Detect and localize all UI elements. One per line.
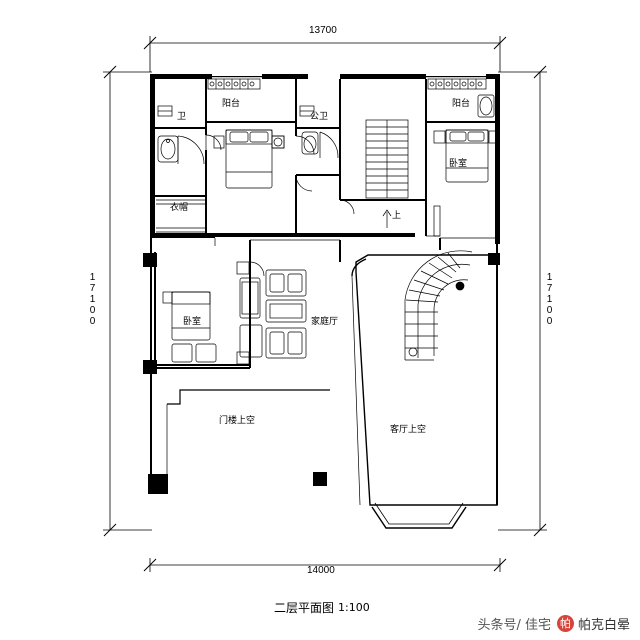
room-label-bedroom-right: 卧室 bbox=[449, 159, 468, 169]
footer-brand-name: 帕克白晕 bbox=[577, 617, 630, 633]
drawing-scale: 1:100 bbox=[338, 601, 370, 614]
room-label-bedroom-left: 卧室 bbox=[183, 317, 202, 327]
room-label-balcony-right: 阳台 bbox=[452, 99, 471, 109]
brand-logo-icon: 帕 bbox=[556, 614, 574, 632]
room-label-porch-void: 门楼上空 bbox=[219, 416, 256, 426]
room-label-balcony-left: 阳台 bbox=[222, 99, 241, 109]
footer-source-text: 头条号/ 佳宅 bbox=[477, 617, 551, 633]
dimension-top: 13700 bbox=[309, 25, 337, 36]
room-label-living-void: 客厅上空 bbox=[390, 425, 427, 435]
room-label-family-room: 家庭厅 bbox=[311, 317, 339, 327]
drawing-title: 二层平面图 bbox=[274, 601, 335, 615]
room-label-public-bath: 公卫 bbox=[310, 112, 329, 122]
dimension-left: 17100 bbox=[87, 272, 98, 327]
dimension-bottom: 14000 bbox=[307, 565, 335, 576]
footer-watermark: 头条号/ 佳宅 帕 帕克白晕 bbox=[0, 606, 640, 640]
dimension-right: 17100 bbox=[544, 272, 555, 327]
room-label-closet: 衣帽 bbox=[170, 203, 189, 213]
stair-direction-label: 上 bbox=[392, 211, 402, 221]
room-label-bath-left: 卫 bbox=[177, 112, 187, 122]
